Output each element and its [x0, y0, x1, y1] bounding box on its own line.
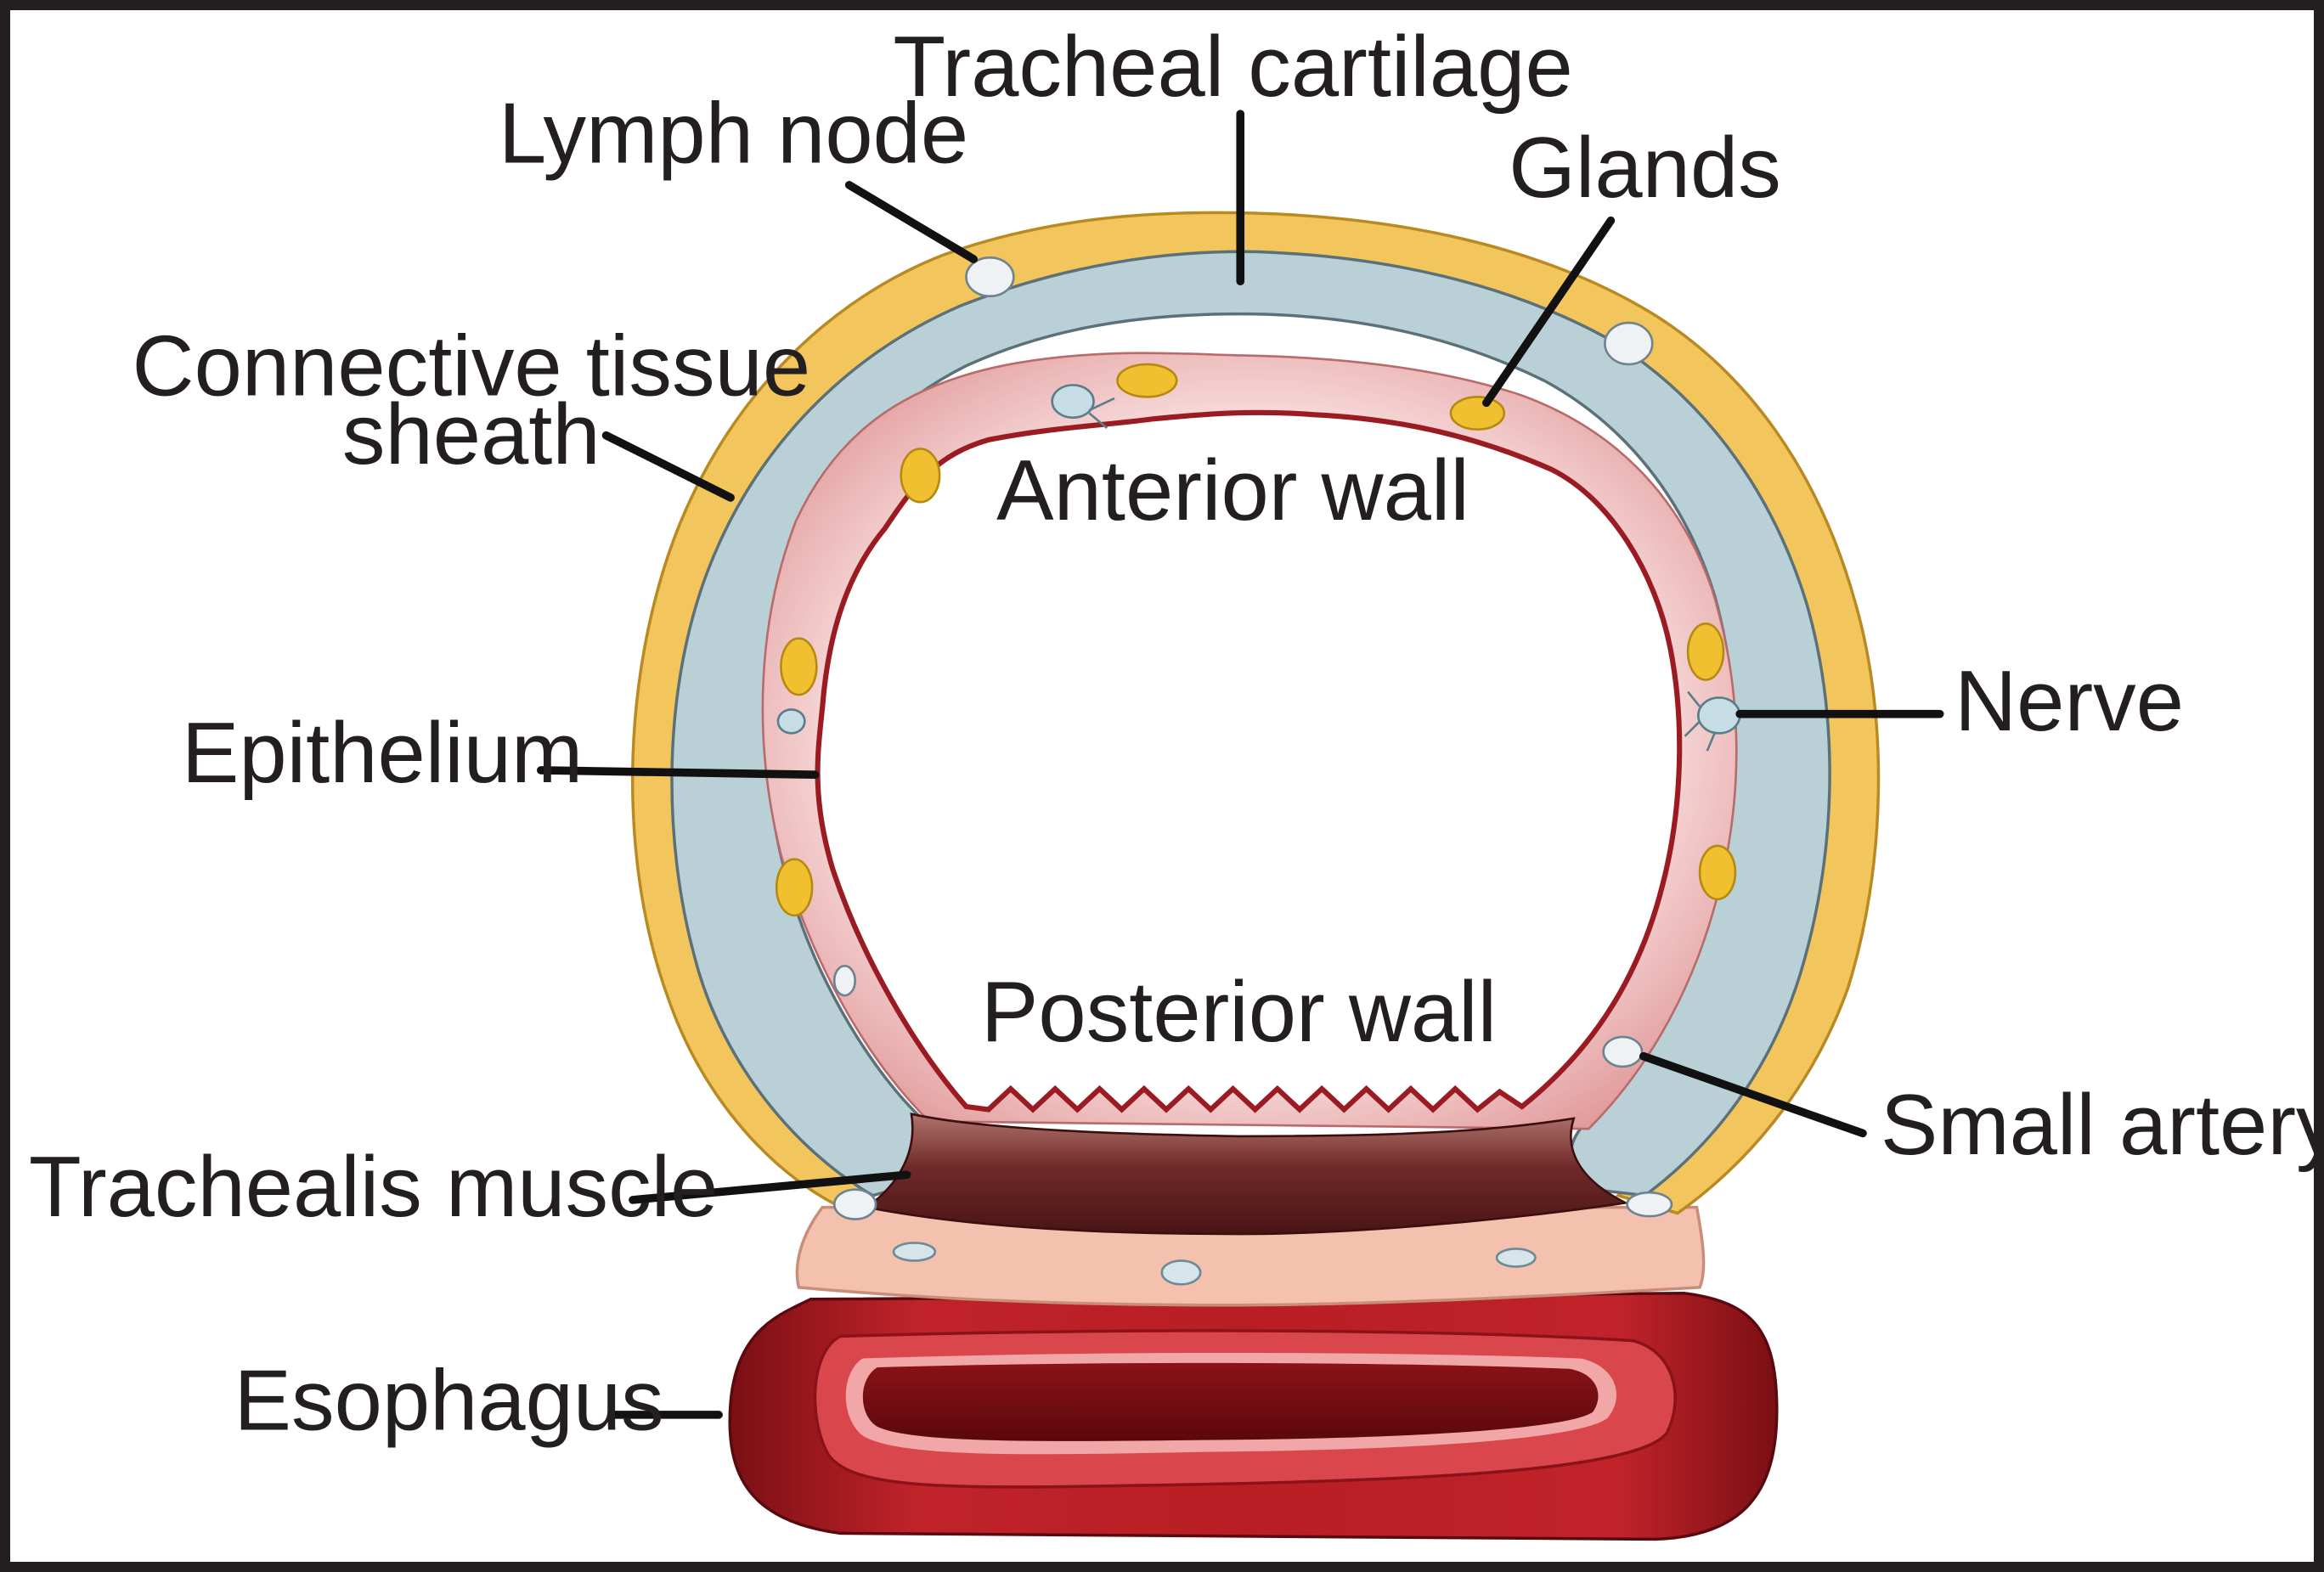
leader-connective-tissue-sheath	[601, 431, 735, 502]
label-connective-tissue-line1: Connective tissue	[133, 318, 811, 414]
label-anterior-wall: Anterior wall	[996, 442, 1469, 538]
label-tracheal-cartilage: Tracheal cartilage	[893, 19, 1572, 115]
leader-trachealis-muscle	[629, 1170, 911, 1204]
lumen-epithelium-shape	[815, 409, 1683, 1113]
label-epithelium: Epithelium	[182, 705, 583, 801]
lymph-nodes-and-arteries-group	[832, 256, 1673, 1220]
glands-group	[775, 363, 1737, 917]
nerves-group	[776, 384, 1741, 752]
label-small-artery: Small artery	[1881, 1077, 2324, 1173]
label-nerve: Nerve	[1955, 653, 2184, 749]
trachealis-muscle-shape	[864, 1113, 1630, 1236]
esophagus-shape	[728, 1292, 1779, 1541]
leader-epithelium	[537, 766, 820, 780]
label-glands: Glands	[1509, 120, 1781, 216]
label-esophagus: Esophagus	[234, 1352, 664, 1448]
trachea-cross-section-diagram: Tracheal cartilage Lymph node Glands Con…	[29, 19, 2324, 1541]
leader-lymph-node	[844, 181, 979, 263]
label-trachealis-muscle: Trachealis muscle	[29, 1139, 719, 1235]
label-posterior-wall: Posterior wall	[981, 964, 1497, 1060]
adventitia-shape	[795, 1205, 1706, 1307]
leader-small-artery	[1639, 1051, 1867, 1138]
leader-glands	[1482, 216, 1616, 408]
leader-lines	[537, 110, 1944, 1419]
label-connective-tissue-line2: sheath	[342, 386, 601, 482]
label-lymph-node: Lymph node	[499, 86, 968, 182]
